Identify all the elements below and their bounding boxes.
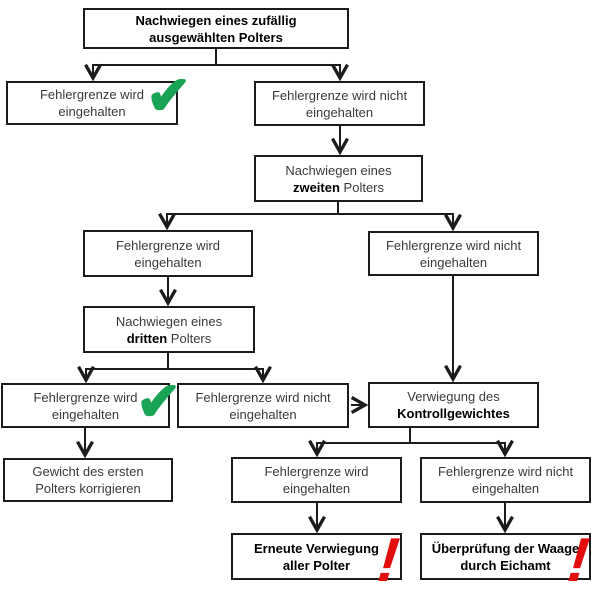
node-text-line: eingehalten (282, 481, 351, 496)
node-limit-met-4: Fehlergrenze wird eingehalten (231, 457, 402, 503)
node-reweigh-random-polter: Nachwiegen eines zufällig ausgewählten P… (83, 8, 349, 49)
node-limit-not-met-4: Fehlergrenze wird nicht eingehalten (420, 457, 591, 503)
connector-controlweight-to-ok4 (317, 443, 410, 454)
node-text-line: Nachwiegen eines (115, 313, 223, 329)
node-reweigh-second-polter: Nachwiegen eines zweiten Polters (254, 155, 423, 202)
node-text-line: Gewicht des ersten (32, 464, 144, 479)
node-text-line: eingehalten (471, 481, 540, 496)
node-text-line: Nachwiegen eines (285, 162, 392, 178)
connector-third-to-fail3 (168, 369, 263, 380)
node-limit-not-met-1: Fehlergrenze wird nicht eingehalten (254, 81, 425, 126)
node-reweigh-third-polter: Nachwiegen eines dritten Polters (83, 306, 255, 353)
node-text-line: eingehalten (51, 406, 120, 422)
node-text-line: ausgewählten Polters (149, 29, 283, 45)
node-text-line: eingehalten (229, 406, 297, 422)
node-text-line: Überprüfung der Waage (431, 540, 580, 556)
node-text-line: eingehalten (58, 104, 126, 119)
node-correct-first-polter-weight: Gewicht des ersten Polters korrigieren (3, 458, 173, 502)
connector-controlweight-to-fail4 (410, 443, 505, 454)
node-limit-met-3: Fehlergrenze wird eingehalten (1, 383, 170, 428)
checkmark-icon: ✔ (146, 66, 192, 126)
node-reweigh-all-polter: Erneute Verwiegung aller Polter (231, 533, 402, 580)
node-limit-not-met-2: Fehlergrenze wird nicht eingehalten (368, 231, 539, 276)
connector-start-to-fail1 (216, 65, 340, 78)
node-text-line: Erneute Verwiegung (254, 540, 379, 556)
node-text-line: eingehalten (419, 254, 488, 270)
node-text-line: Fehlergrenze wird nicht (437, 464, 574, 479)
node-text-line: Fehlergrenze wird nicht (385, 237, 522, 253)
node-limit-met-2: Fehlergrenze wird eingehalten (83, 230, 253, 277)
node-text-line: zweiten Polters (292, 179, 385, 195)
node-text-line: Fehlergrenze wird (264, 464, 369, 479)
connector-start-to-ok1 (93, 65, 216, 78)
node-text-line: Fehlergrenze wird nicht (271, 87, 408, 103)
node-scale-check-eichamt: Überprüfung der Waage durch Eichamt (420, 533, 591, 580)
node-text-line: eingehalten (134, 254, 202, 270)
connector-second-to-fail2 (338, 213, 453, 228)
connector-third-to-ok3 (86, 369, 168, 380)
node-text-line: Fehlergrenze wird (33, 389, 138, 405)
connector-second-to-ok2 (167, 214, 338, 227)
node-text-line: Kontrollgewichtes (397, 406, 510, 421)
node-text-line: Verwiegung des (407, 389, 500, 404)
node-text-line: durch Eichamt (460, 557, 551, 573)
node-text-line: Fehlergrenze wird (39, 87, 145, 102)
node-text-line: dritten Polters (126, 330, 212, 346)
node-limit-not-met-3: Fehlergrenze wird nicht eingehalten (177, 383, 349, 428)
node-text-line: Polters korrigieren (35, 481, 141, 496)
node-text-line: aller Polter (282, 557, 351, 573)
node-text-line: Nachwiegen eines zufällig (135, 12, 297, 28)
node-text-line: eingehalten (305, 104, 374, 120)
node-text-line: Fehlergrenze wird nicht (195, 389, 331, 405)
node-weigh-control-weight: Verwiegung des Kontrollgewichtes (368, 382, 539, 428)
checkmark-icon: ✔ (136, 372, 182, 432)
node-limit-met-1: Fehlergrenze wird eingehalten (6, 81, 178, 125)
node-text-line: Fehlergrenze wird (115, 237, 221, 253)
